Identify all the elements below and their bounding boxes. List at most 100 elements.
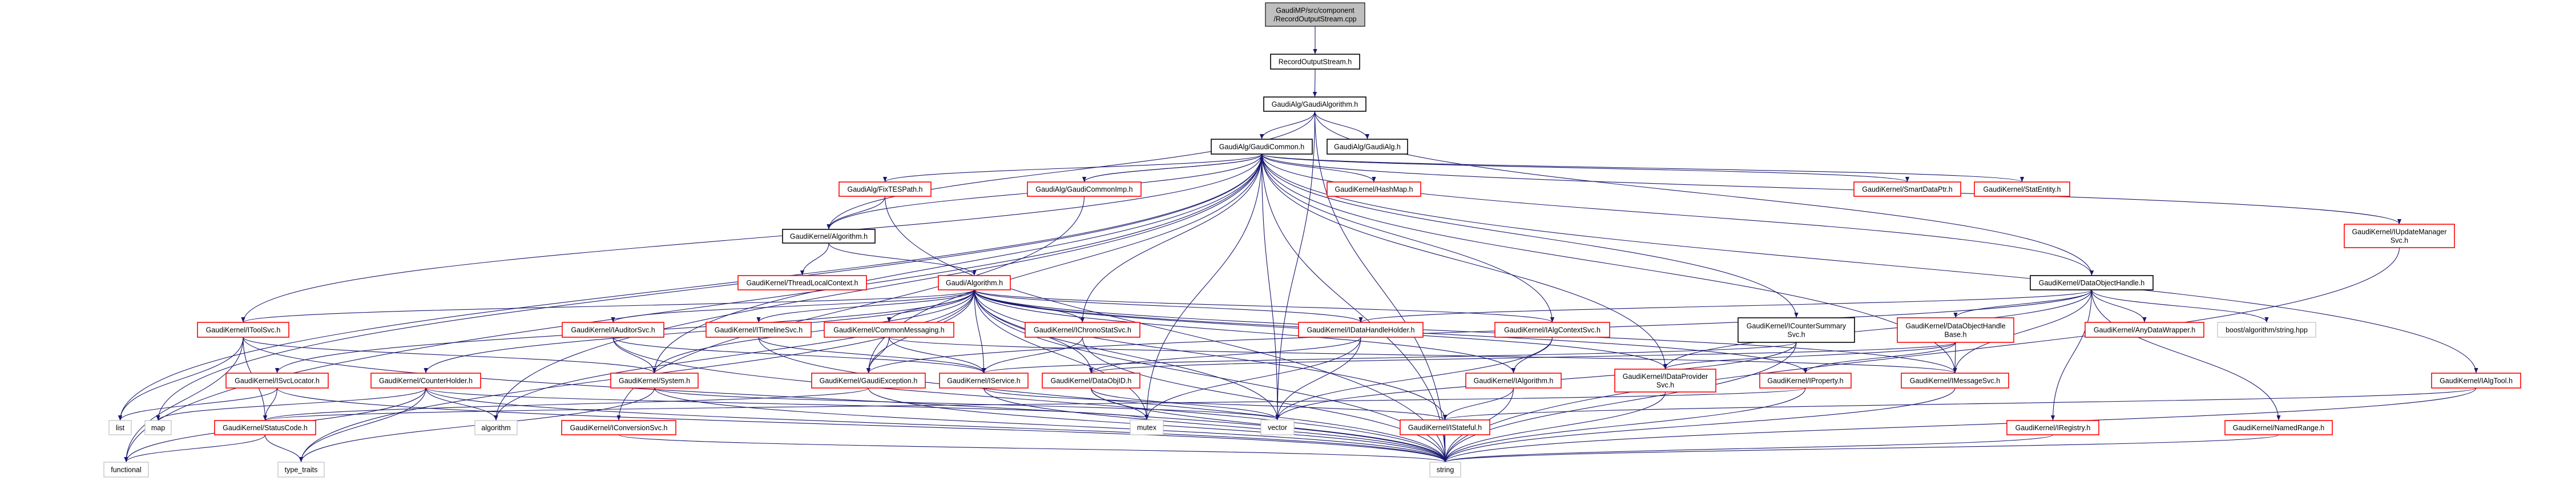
node-string: string [1429, 462, 1461, 478]
node-gexc[interactable]: GaudiKernel/GaudiException.h [811, 373, 926, 389]
node-label: GaudiKernel/IToolSvc.h [206, 326, 281, 334]
include-edge [800, 242, 829, 276]
node-doh[interactable]: GaudiKernel/DataObjectHandle.h [2030, 275, 2154, 290]
node-idhh[interactable]: GaudiKernel/IDataHandleHolder.h [1298, 322, 1424, 338]
node-anydata[interactable]: GaudiKernel/AnyDataWrapper.h [2085, 322, 2204, 338]
node-iauditor[interactable]: GaudiKernel/IAuditorSvc.h [562, 322, 664, 338]
node-label: GaudiKernel/IStateful.h [1408, 424, 1482, 432]
node-label: GaudiKernel/Algorithm.h [790, 233, 868, 241]
node-tlc[interactable]: GaudiKernel/ThreadLocalContext.h [737, 275, 867, 290]
include-edge [654, 387, 1280, 421]
node-ros[interactable]: RecordOutputStream.h [1270, 54, 1360, 70]
node-iservice[interactable]: GaudiKernel/IService.h [939, 373, 1029, 389]
node-label: GaudiKernel/IRegistry.h [2015, 424, 2091, 432]
include-edge [1443, 387, 1806, 463]
node-hashmap[interactable]: GaudiKernel/HashMap.h [1327, 181, 1421, 197]
node-boost: boost/algorithm/string.hpp [2217, 322, 2316, 338]
include-edge [1312, 68, 1317, 98]
node-kalgo[interactable]: GaudiKernel/Algorithm.h [782, 229, 876, 244]
node-box [610, 373, 699, 389]
node-box [2344, 224, 2455, 248]
node-itoolsvc[interactable]: GaudiKernel/IToolSvc.h [197, 322, 289, 338]
node-imessage[interactable]: GaudiKernel/IMessageSvc.h [1901, 373, 2009, 389]
node-label: GaudiKernel/ICounterSummary [1747, 322, 1847, 330]
include-edge [1080, 153, 1263, 323]
include-edge [1314, 111, 1370, 140]
node-counterholder[interactable]: GaudiKernel/CounterHolder.h [370, 373, 481, 389]
node-iconv[interactable]: GaudiKernel/IConversionSvc.h [561, 420, 676, 435]
node-box [1260, 419, 1295, 435]
include-edge [1082, 337, 1448, 463]
node-ichrono[interactable]: GaudiKernel/IChronoStatSvc.h [1025, 322, 1140, 338]
include-edge [1261, 153, 1668, 370]
node-istateful[interactable]: GaudiKernel/IStateful.h [1400, 419, 1490, 435]
include-edge [612, 337, 1448, 463]
node-label: RecordOutputStream.h [1279, 58, 1352, 66]
node-ialgorithm[interactable]: GaudiKernel/IAlgorithm.h [1465, 373, 1562, 389]
include-edge [612, 337, 986, 374]
node-galgorithm[interactable]: Gaudi/Algorithm.h [938, 275, 1011, 290]
node-iproperty[interactable]: GaudiKernel/IProperty.h [1759, 373, 1852, 389]
include-edge [1443, 434, 2054, 463]
node-smartdataptr[interactable]: GaudiKernel/SmartDataPtr.h [1853, 181, 1961, 197]
node-ialgtool[interactable]: GaudiKernel/IAlgTool.h [2431, 373, 2521, 389]
node-box [1853, 181, 1961, 197]
node-gcommon[interactable]: GaudiAlg/GaudiCommon.h [1211, 139, 1313, 155]
node-label: GaudiKernel/IAlgContextSvc.h [1504, 326, 1601, 334]
node-label: GaudiKernel/CounterHolder.h [379, 377, 473, 385]
node-isvcloc[interactable]: GaudiKernel/ISvcLocator.h [225, 373, 329, 389]
include-edge [2091, 289, 2147, 323]
node-box [474, 420, 518, 435]
include-edge [425, 387, 1448, 463]
node-functional: functional [103, 462, 149, 478]
node-box [1897, 317, 2014, 343]
node-label: GaudiKernel/IUpdateManager [2352, 228, 2446, 236]
include-edge [424, 289, 975, 374]
node-dataobjid[interactable]: GaudiKernel/DataObjID.h [1042, 373, 1140, 389]
include-edge [2050, 289, 2093, 421]
node-box [1211, 139, 1313, 155]
node-box [737, 275, 867, 290]
node-gcimp[interactable]: GaudiAlg/GaudiCommonImp.h [1027, 181, 1142, 197]
node-ialgctx[interactable]: GaudiKernel/IAlgContextSvc.h [1494, 322, 1610, 338]
node-galgo[interactable]: GaudiAlg/GaudiAlgorithm.h [1263, 96, 1366, 112]
node-label: map [151, 424, 165, 432]
node-fixtes[interactable]: GaudiAlg/FixTESPath.h [838, 181, 932, 197]
include-edge [1953, 342, 1957, 374]
node-label: Base.h [1945, 331, 1967, 339]
include-edge [974, 289, 1515, 374]
node-label: GaudiKernel/ITimelineSvc.h [715, 326, 803, 334]
node-label: GaudiKernel/DataObjectHandle.h [2039, 279, 2145, 287]
include-edge [1663, 342, 1956, 370]
include-edge [1443, 387, 1956, 463]
node-statentity[interactable]: GaudiKernel/StatEntity.h [1974, 181, 2070, 197]
node-box [144, 420, 172, 435]
node-box [1465, 373, 1562, 389]
include-edge [974, 289, 1448, 421]
include-edge [156, 153, 1263, 421]
node-statuscode[interactable]: GaudiKernel/StatusCode.h [214, 420, 316, 435]
include-edge [1083, 153, 1264, 183]
node-iregistry[interactable]: GaudiKernel/IRegistry.h [2006, 420, 2099, 435]
include-edge [983, 387, 1447, 421]
include-edge [1261, 153, 2478, 374]
include-edge [124, 337, 244, 463]
node-label: vector [1268, 424, 1287, 432]
include-edge [1443, 247, 2400, 463]
node-system[interactable]: GaudiKernel/System.h [610, 373, 699, 389]
node-galg[interactable]: GaudiAlg/GaudiAlg.h [1327, 139, 1408, 155]
node-label: GaudiKernel/CommonMessaging.h [833, 326, 945, 334]
include-edge [299, 387, 426, 463]
node-itimeline[interactable]: GaudiKernel/ITimelineSvc.h [706, 322, 812, 338]
include-edge [1443, 434, 1448, 463]
include-edge [2091, 289, 2269, 323]
node-label: GaudiKernel/IDataProvider [1623, 373, 1708, 381]
node-commsg[interactable]: GaudiKernel/CommonMessaging.h [824, 322, 954, 338]
node-namedrange[interactable]: GaudiKernel/NamedRange.h [2224, 420, 2333, 435]
node-label: GaudiAlg/GaudiCommonImp.h [1035, 185, 1132, 193]
node-list: list [108, 420, 132, 435]
